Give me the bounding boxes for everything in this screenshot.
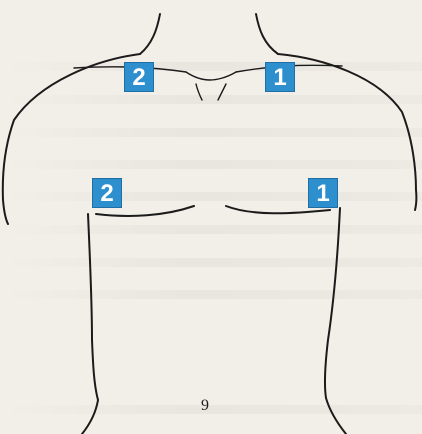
left-torso-side (325, 208, 340, 398)
electrode-badge-lower-right: 2 (92, 178, 122, 208)
right-hip (82, 400, 98, 434)
sternal-line-right (196, 84, 202, 100)
neck-right-side (140, 14, 160, 54)
left-hip (326, 398, 346, 434)
electrode-badge-upper-left: 1 (265, 62, 295, 92)
left-shoulder-arm (278, 54, 416, 210)
right-torso-side (88, 214, 98, 400)
electrode-badge-upper-right: 2 (124, 62, 154, 92)
neck-left-side (256, 14, 278, 54)
sternal-notch (186, 72, 236, 80)
sternal-line-left (218, 84, 226, 100)
navel-mark: 9 (201, 398, 209, 414)
electrode-badge-lower-left: 1 (308, 178, 338, 208)
